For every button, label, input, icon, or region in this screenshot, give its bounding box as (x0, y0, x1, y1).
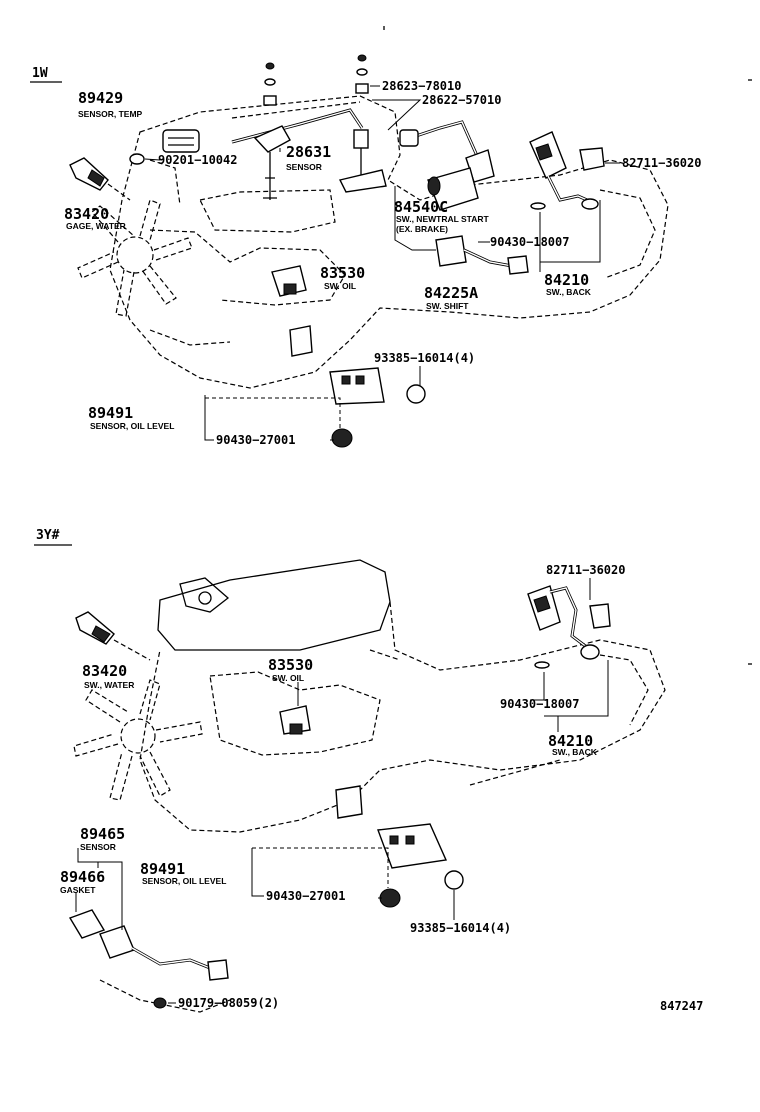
oil-level-sensor-bottom-part (335, 785, 464, 908)
label-89491-top: 89491 (88, 404, 133, 422)
label-90430-27001-top: 90430−27001 (216, 433, 295, 447)
label-gage-water: GAGE, WATER (66, 221, 126, 231)
label-28631: 28631 (286, 143, 331, 161)
washer-90201 (129, 153, 145, 165)
oil-switch-top-part (271, 265, 307, 297)
label-82711-36020-top: 82711−36020 (622, 156, 701, 170)
back-switch-bottom-part (527, 585, 611, 669)
water-gage-part (69, 157, 131, 201)
label-84540c: 84540C (394, 198, 448, 216)
label-84210-bottom: 84210 (548, 732, 593, 750)
oil-switch-bottom-part (279, 705, 311, 735)
sensor-28631-part (231, 108, 387, 200)
clip-82711-top (579, 147, 605, 171)
label-90430-27001-bottom: 90430−27001 (266, 889, 345, 903)
label-sw-neutral-start: SW., NEWTRAL START (396, 214, 490, 224)
section-label-bottom: 3Y# (36, 528, 60, 543)
label-28623-78010: 28623−78010 (382, 79, 461, 93)
label-90201-10042: 90201−10042 (158, 153, 237, 167)
label-sensor-28631: SENSOR (286, 162, 322, 172)
label-90179-08059: 90179−08059(2) (178, 996, 279, 1010)
label-ex-brake: (EX. BRAKE) (396, 224, 448, 234)
hardware-stack-right (355, 54, 369, 94)
label-90430-18007-bottom: 90430−18007 (500, 697, 579, 711)
hardware-stack-left (263, 62, 277, 106)
label-sw-shift: SW. SHIFT (426, 301, 469, 311)
label-sw-oil-bottom: SW. OIL (272, 673, 304, 683)
section-3y: 3Y# (34, 528, 703, 1013)
edge-marks (383, 26, 752, 665)
label-83530-bottom: 83530 (268, 656, 313, 674)
fan-bottom (73, 679, 203, 801)
neutral-start-switch-part (399, 120, 495, 211)
label-82711-36020-bottom: 82711−36020 (546, 563, 625, 577)
engine-outline-top (109, 95, 669, 389)
label-89429: 89429 (78, 89, 123, 107)
label-sw-back-top: SW., BACK (546, 287, 592, 297)
label-83530-top: 83530 (320, 264, 365, 282)
engine-outline-bottom (139, 559, 666, 833)
label-sensor-oil-level-bottom: SENSOR, OIL LEVEL (142, 876, 226, 886)
label-sw-back-bottom: SW., BACK (552, 747, 598, 757)
oil-level-sensor-top-part (289, 325, 426, 448)
sensor-89465-part (68, 909, 231, 1013)
shift-switch-part (435, 235, 529, 275)
label-89466: 89466 (60, 868, 105, 886)
label-93385-16014-top: 93385−16014(4) (374, 351, 475, 365)
label-84225a: 84225A (424, 284, 478, 302)
label-83420-top: 83420 (64, 205, 109, 223)
label-83420-bottom: 83420 (82, 662, 127, 680)
back-switch-top-part (529, 131, 599, 210)
label-sensor-oil-level-top: SENSOR, OIL LEVEL (90, 421, 174, 431)
label-sw-oil-top: SW. OIL (324, 281, 356, 291)
label-sensor-temp: SENSOR, TEMP (78, 109, 143, 119)
temp-sensor-part (149, 129, 200, 206)
reference-number: 847247 (660, 999, 703, 1013)
water-switch-part (75, 611, 151, 661)
section-1w: 1W (30, 54, 701, 448)
section-label-top: 1W (32, 66, 48, 81)
label-89465: 89465 (80, 825, 125, 843)
fan-top (77, 199, 193, 317)
label-28622-57010: 28622−57010 (422, 93, 501, 107)
label-89491-bottom: 89491 (140, 860, 185, 878)
leader-lines-top (144, 85, 620, 441)
label-gasket: GASKET (60, 885, 96, 895)
label-sw-water: SW., WATER (84, 680, 134, 690)
label-93385-16014-bottom: 93385−16014(4) (410, 921, 511, 935)
label-sensor-89465: SENSOR (80, 842, 116, 852)
label-84210-top: 84210 (544, 271, 589, 289)
leader-lines-bottom (75, 578, 609, 1004)
label-90430-18007-top: 90430−18007 (490, 235, 569, 249)
